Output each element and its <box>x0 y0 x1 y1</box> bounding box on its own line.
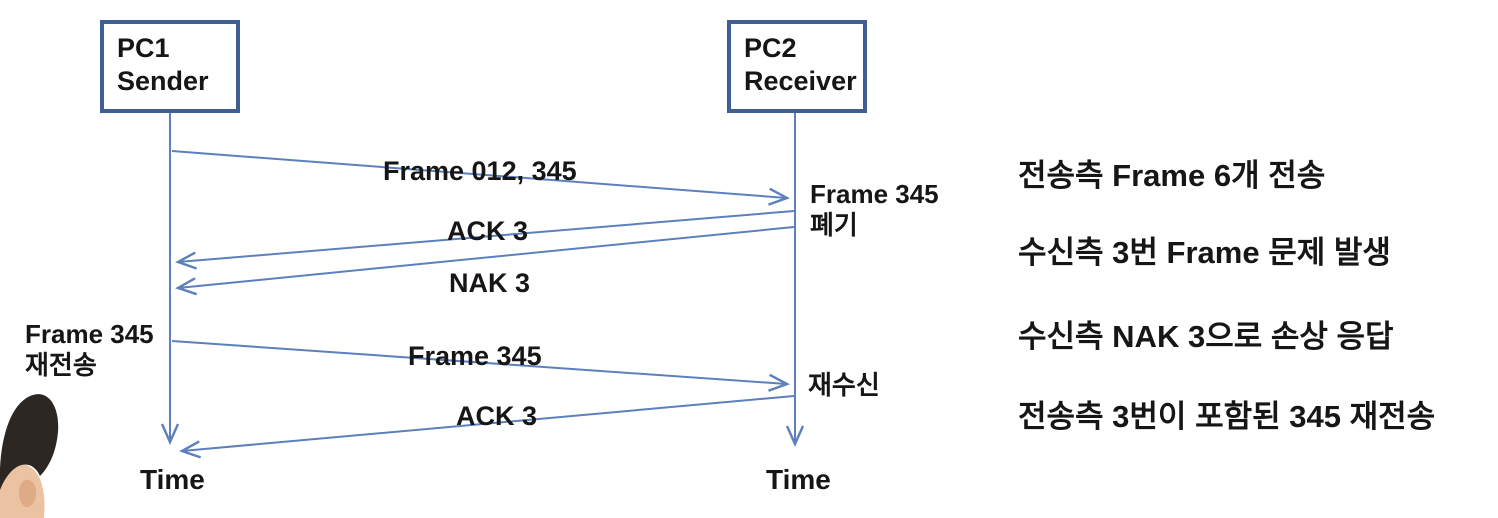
arrow-frame-012-345 <box>171 150 790 206</box>
sender-node-role: Sender <box>117 65 209 96</box>
annotation-discard-line2: 폐기 <box>810 209 858 240</box>
receiver-node-name: PC2 <box>744 33 797 63</box>
annotation-discard-line1: Frame 345 <box>810 179 939 209</box>
time-label-receiver: Time <box>766 464 831 495</box>
note-line: 수신측 NAK 3으로 손상 응답 <box>1018 319 1394 354</box>
note-line: 전송측 3번이 포함된 345 재전송 <box>1018 399 1436 434</box>
presenter-webcam-overlay <box>0 394 59 518</box>
annotation-rereceive: 재수신 <box>808 370 880 400</box>
label-ack3-first: ACK 3 <box>447 216 529 246</box>
arrow-frame-345-retransmit <box>171 340 790 392</box>
label-ack3-second: ACK 3 <box>456 401 538 431</box>
presenter-ear <box>18 479 37 508</box>
label-frame-345-retransmit: Frame 345 <box>408 341 542 371</box>
annotation-resend-line2: 재전송 <box>25 349 97 380</box>
note-line: 전송측 Frame 6개 전송 <box>1018 158 1326 193</box>
arrow-ack3-first <box>175 210 795 270</box>
arrow-nak3 <box>175 226 795 296</box>
sender-node-box: PC1 Sender <box>100 20 240 113</box>
annotation-frame-345-discard: Frame 345 폐기 <box>810 179 939 240</box>
receiver-node-box: PC2 Receiver <box>727 20 867 113</box>
label-frame-012-345: Frame 012, 345 <box>383 156 577 186</box>
note-line: 수신측 3번 Frame 문제 발생 <box>1018 235 1391 270</box>
annotation-resend-line1: Frame 345 <box>25 319 154 349</box>
time-label-sender: Time <box>140 464 205 495</box>
presenter-hair <box>0 394 59 490</box>
receiver-node-role: Receiver <box>744 65 857 96</box>
arrow-ack3-second <box>179 395 795 459</box>
label-nak3: NAK 3 <box>449 268 531 298</box>
sender-node-name: PC1 <box>117 33 170 63</box>
annotation-frame-345-resend: Frame 345 재전송 <box>25 319 154 380</box>
